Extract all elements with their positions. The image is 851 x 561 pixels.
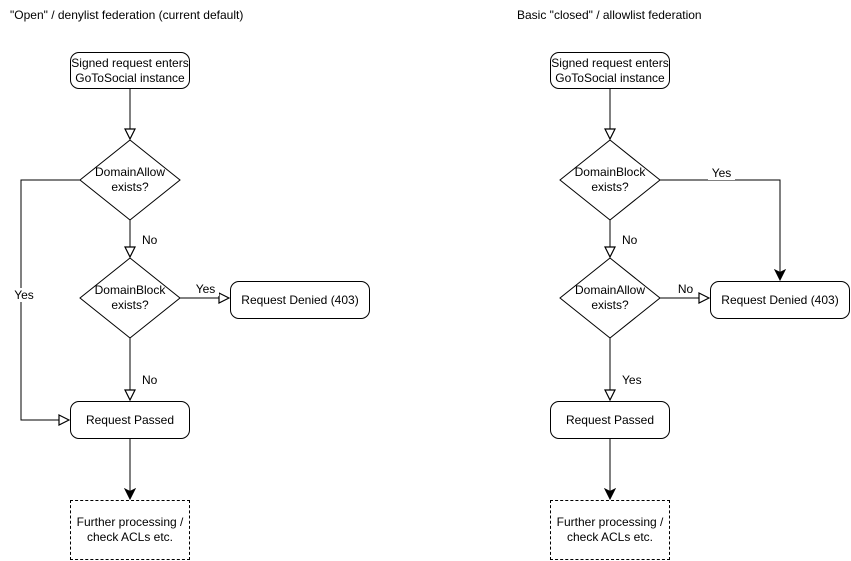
edge-label-no: No [142,373,158,387]
flow-edges-graphic [20,89,371,561]
flow-open-denylist: "Open" / denylist federation (current de… [0,0,371,561]
edge-label-no: No [142,233,158,247]
edge-label-no: No [673,282,698,296]
edge-label-yes: Yes [622,373,642,387]
decision2-diamond [559,257,661,339]
denied-node: Request Denied (403) [230,281,370,319]
start-node: Signed request enters GoToSocial instanc… [550,52,670,89]
further-processing-node: Further processing / check ACLs etc. [550,500,670,560]
flow-closed-allowlist: Basic "closed" / allowlist federation Si… [480,0,851,561]
further-processing-node: Further processing / check ACLs etc. [70,500,190,560]
flow-title: Basic "closed" / allowlist federation [517,8,702,22]
edge-label-yes: Yes [10,288,38,302]
start-node: Signed request enters GoToSocial instanc… [70,52,190,89]
denied-node: Request Denied (403) [710,281,850,319]
decision1-diamond [559,139,661,221]
edge-decision1-yes-to-denied [660,179,780,280]
edge-label-yes: Yes [192,282,219,296]
decision2-diamond [79,257,181,339]
passed-node: Request Passed [70,401,190,439]
edge-label-no: No [622,233,638,247]
flow-edges-graphic [559,89,851,561]
flow-title: "Open" / denylist federation (current de… [10,8,244,22]
passed-node: Request Passed [550,401,670,439]
edge-label-yes: Yes [708,166,735,180]
decision1-diamond [79,139,181,221]
